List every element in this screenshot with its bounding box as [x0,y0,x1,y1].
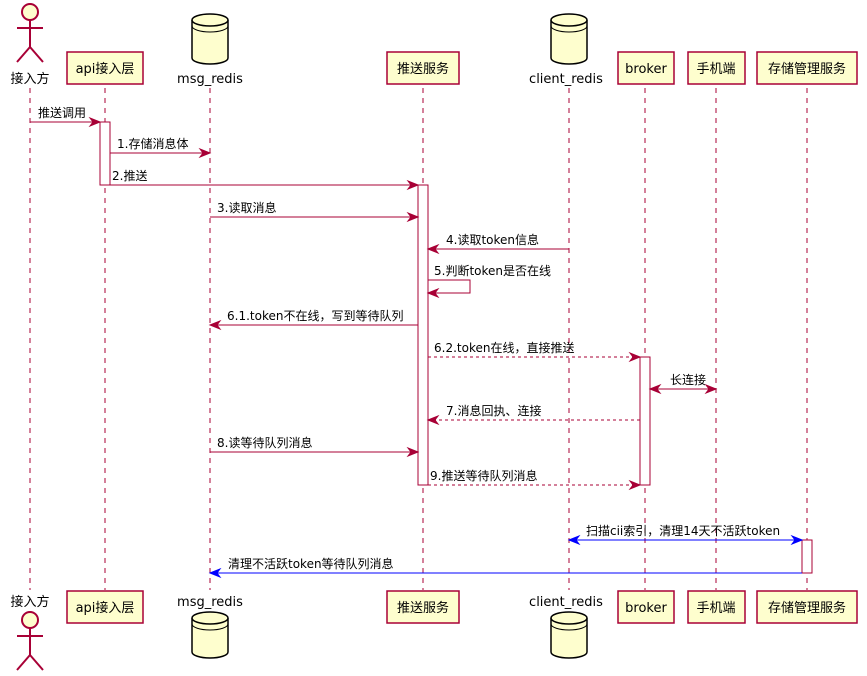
activation-api [99,121,111,186]
arrowhead [426,287,440,299]
messages: 推送调用 1.存储消息体 2.推送 3.读取消息 4.读取token信息 5.判… [30,105,804,579]
actor-figure-bottom [16,611,44,671]
arrowhead [198,147,212,159]
arrowhead [88,116,102,128]
message-label: 推送调用 [38,105,86,120]
arrowhead [628,479,642,491]
participant-box-push-top [386,51,460,85]
message-label: 清理不活跃token等待队列消息 [228,556,394,571]
participant-label-msgredis-top: msg_redis [177,72,243,87]
message-label: 3.读取消息 [217,200,276,215]
message-label: 4.读取token信息 [446,232,539,247]
arrowhead [406,211,420,223]
participant-label-actor-top: 接入方 [10,71,49,87]
arrowhead [406,446,420,458]
arrowhead [426,243,440,255]
participant-box-broker-top [617,51,675,85]
arrowhead [208,567,222,579]
message-label: 9.推送等待队列消息 [430,468,537,483]
database-icon-msgredis-top [191,13,229,65]
participant-label-actor-bottom: 接入方 [10,594,49,610]
arrowhead [426,414,440,426]
participant-box-storage-top [756,51,858,85]
participant-box-storage-bottom [756,590,858,624]
participant-label-broker-top: broker [625,62,667,77]
participant-label-msgredis-bottom: msg_redis [177,595,243,610]
message-label: 8.读等待队列消息 [217,435,312,450]
actor-figure-top [16,3,44,63]
participant-label-mobile-top: 手机端 [696,62,735,77]
participant-heads-bottom: 接入方 api接入层 msg_redis 推送服务 client_redis b… [10,590,858,671]
participant-box-mobile-bottom [687,590,746,624]
participant-label-push-top: 推送服务 [397,61,449,77]
message-label: 长连接 [670,372,706,387]
participant-label-broker-bottom: broker [625,601,667,616]
activation-push [417,184,429,486]
arrowhead [208,319,222,331]
activation-broker [639,356,651,486]
participant-box-api-bottom [66,590,144,624]
participant-box-api-top [66,51,144,85]
database-icon-clientredis-bottom [550,611,588,659]
activation-bars [99,121,813,574]
message-label: 7.消息回执、连接 [446,403,541,418]
activation-storage [801,539,813,574]
participant-box-mobile-top [687,51,746,85]
participant-label-mobile-bottom: 手机端 [696,601,735,616]
arrowhead [704,383,718,395]
message-label: 2.推送 [112,168,147,183]
arrowhead [628,351,642,363]
message-label: 1.存储消息体 [117,136,188,151]
database-icon-msgredis-bottom [191,611,229,659]
message-label: 6.1.token不在线，写到等待队列 [227,308,403,323]
participant-label-push-bottom: 推送服务 [397,600,449,616]
database-icon-clientredis-top [550,13,588,65]
participant-label-storage-bottom: 存储管理服务 [768,600,846,616]
message-label: 扫描cii索引，清理14天不活跃token [586,524,780,538]
participant-label-api-bottom: api接入层 [76,600,135,616]
participant-label-clientredis-top: client_redis [529,72,603,87]
participant-label-storage-top: 存储管理服务 [768,61,846,77]
participant-heads-top: 接入方 api接入层 msg_redis 推送服务 client_redis b… [10,3,858,87]
arrowhead [790,534,804,546]
arrowhead [567,534,581,546]
message-line [428,279,471,294]
message-label: 5.判断token是否在线 [434,263,551,278]
message-label: 6.2.token在线，直接推送 [434,340,574,355]
participant-label-api-top: api接入层 [76,61,135,77]
participant-label-clientredis-bottom: client_redis [529,595,603,610]
arrowhead [406,179,420,191]
participant-box-push-bottom [386,590,460,624]
participant-box-broker-bottom [617,590,675,624]
arrowhead [648,383,662,395]
